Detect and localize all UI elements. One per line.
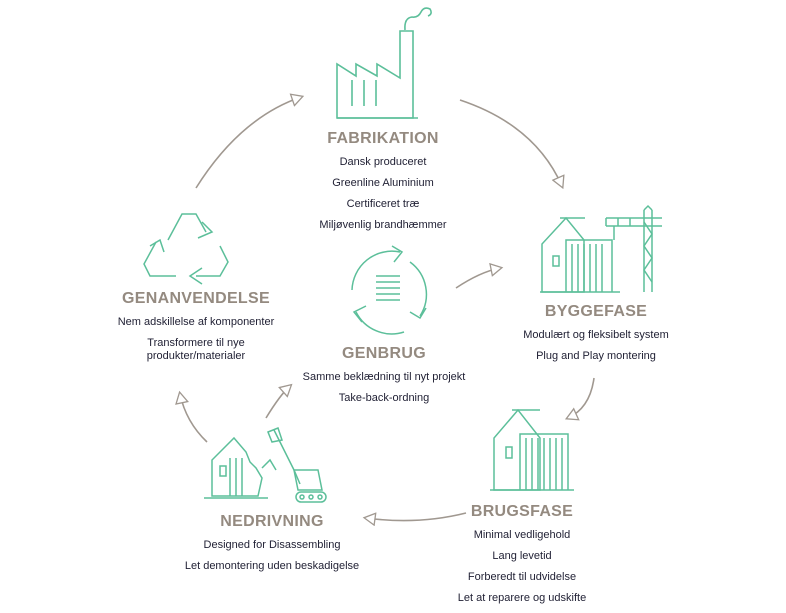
- house-icon: [490, 408, 574, 491]
- arrow-brugsfase-to-nedrivning: [366, 512, 467, 521]
- arrow-nedrivning-to-genanvendelse: [180, 394, 208, 443]
- stage-item: Greenline Aluminium: [332, 177, 434, 189]
- factory-icon: [336, 7, 432, 119]
- reuse-cycle-icon: [351, 245, 428, 335]
- arrow-fabrikation-to-byggefase: [459, 99, 562, 186]
- stage-title-genanvendelse: GENANVENDELSE: [122, 290, 270, 307]
- stage-genbrug: GENBRUG Samme beklædning til nyt projekt…: [303, 345, 466, 413]
- stage-item: Plug and Play montering: [536, 350, 656, 362]
- stage-byggefase: BYGGEFASE Modulært og fleksibelt system …: [523, 303, 669, 371]
- stage-item: Forberedt til udvidelse: [467, 571, 577, 583]
- stage-title-fabrikation: FABRIKATION: [327, 130, 439, 147]
- stage-item: Transformere til nye: [147, 337, 245, 349]
- arrow-genanvendelse-to-fabrikation: [195, 97, 301, 189]
- stage-brugsfase: BRUGSFASE Minimal vedligehold Lang levet…: [458, 503, 586, 613]
- stage-item: Designed for Disassembling: [203, 539, 341, 551]
- stage-nedrivning: NEDRIVNING Designed for Disassembling Le…: [185, 513, 359, 581]
- stage-title-brugsfase: BRUGSFASE: [470, 503, 574, 520]
- arrow-genbrug-to-byggefase: [455, 268, 500, 289]
- stage-title-byggefase: BYGGEFASE: [544, 303, 648, 320]
- stage-item: Nem adskillelse af komponenter: [117, 316, 275, 328]
- stage-item: Samme beklædning til nyt projekt: [302, 371, 466, 383]
- lifecycle-diagram: [143, 7, 662, 600]
- stage-item: Minimal vedligehold: [473, 529, 571, 541]
- recycle-icon: [143, 213, 229, 285]
- stage-title-genbrug: GENBRUG: [342, 345, 426, 362]
- stage-item: Miljøvenlig brandhæmmer: [319, 219, 447, 231]
- arrow-nedrivning-to-genbrug: [265, 386, 290, 419]
- stage-item: Let demontering uden beskadigelse: [184, 560, 360, 572]
- arrow-byggefase-to-brugsfase: [568, 377, 595, 418]
- stage-item: produkter/materialer: [146, 350, 246, 362]
- stage-item: Modulært og fleksibelt system: [523, 329, 669, 341]
- stage-genanvendelse: GENANVENDELSE Nem adskillelse af kompone…: [118, 290, 275, 371]
- stage-fabrikation: FABRIKATION Dansk produceret Greenline A…: [319, 130, 446, 240]
- stage-item: Take-back-ordning: [338, 392, 430, 404]
- stage-item: Certificeret træ: [346, 198, 420, 210]
- stage-item: Lang levetid: [492, 550, 552, 562]
- stage-item: Dansk produceret: [339, 156, 427, 168]
- house-crane-icon: [540, 204, 662, 293]
- stage-item: Let at reparere og udskifte: [457, 592, 587, 604]
- stage-title-nedrivning: NEDRIVNING: [220, 513, 324, 530]
- demolition-excavator-icon: [204, 427, 327, 503]
